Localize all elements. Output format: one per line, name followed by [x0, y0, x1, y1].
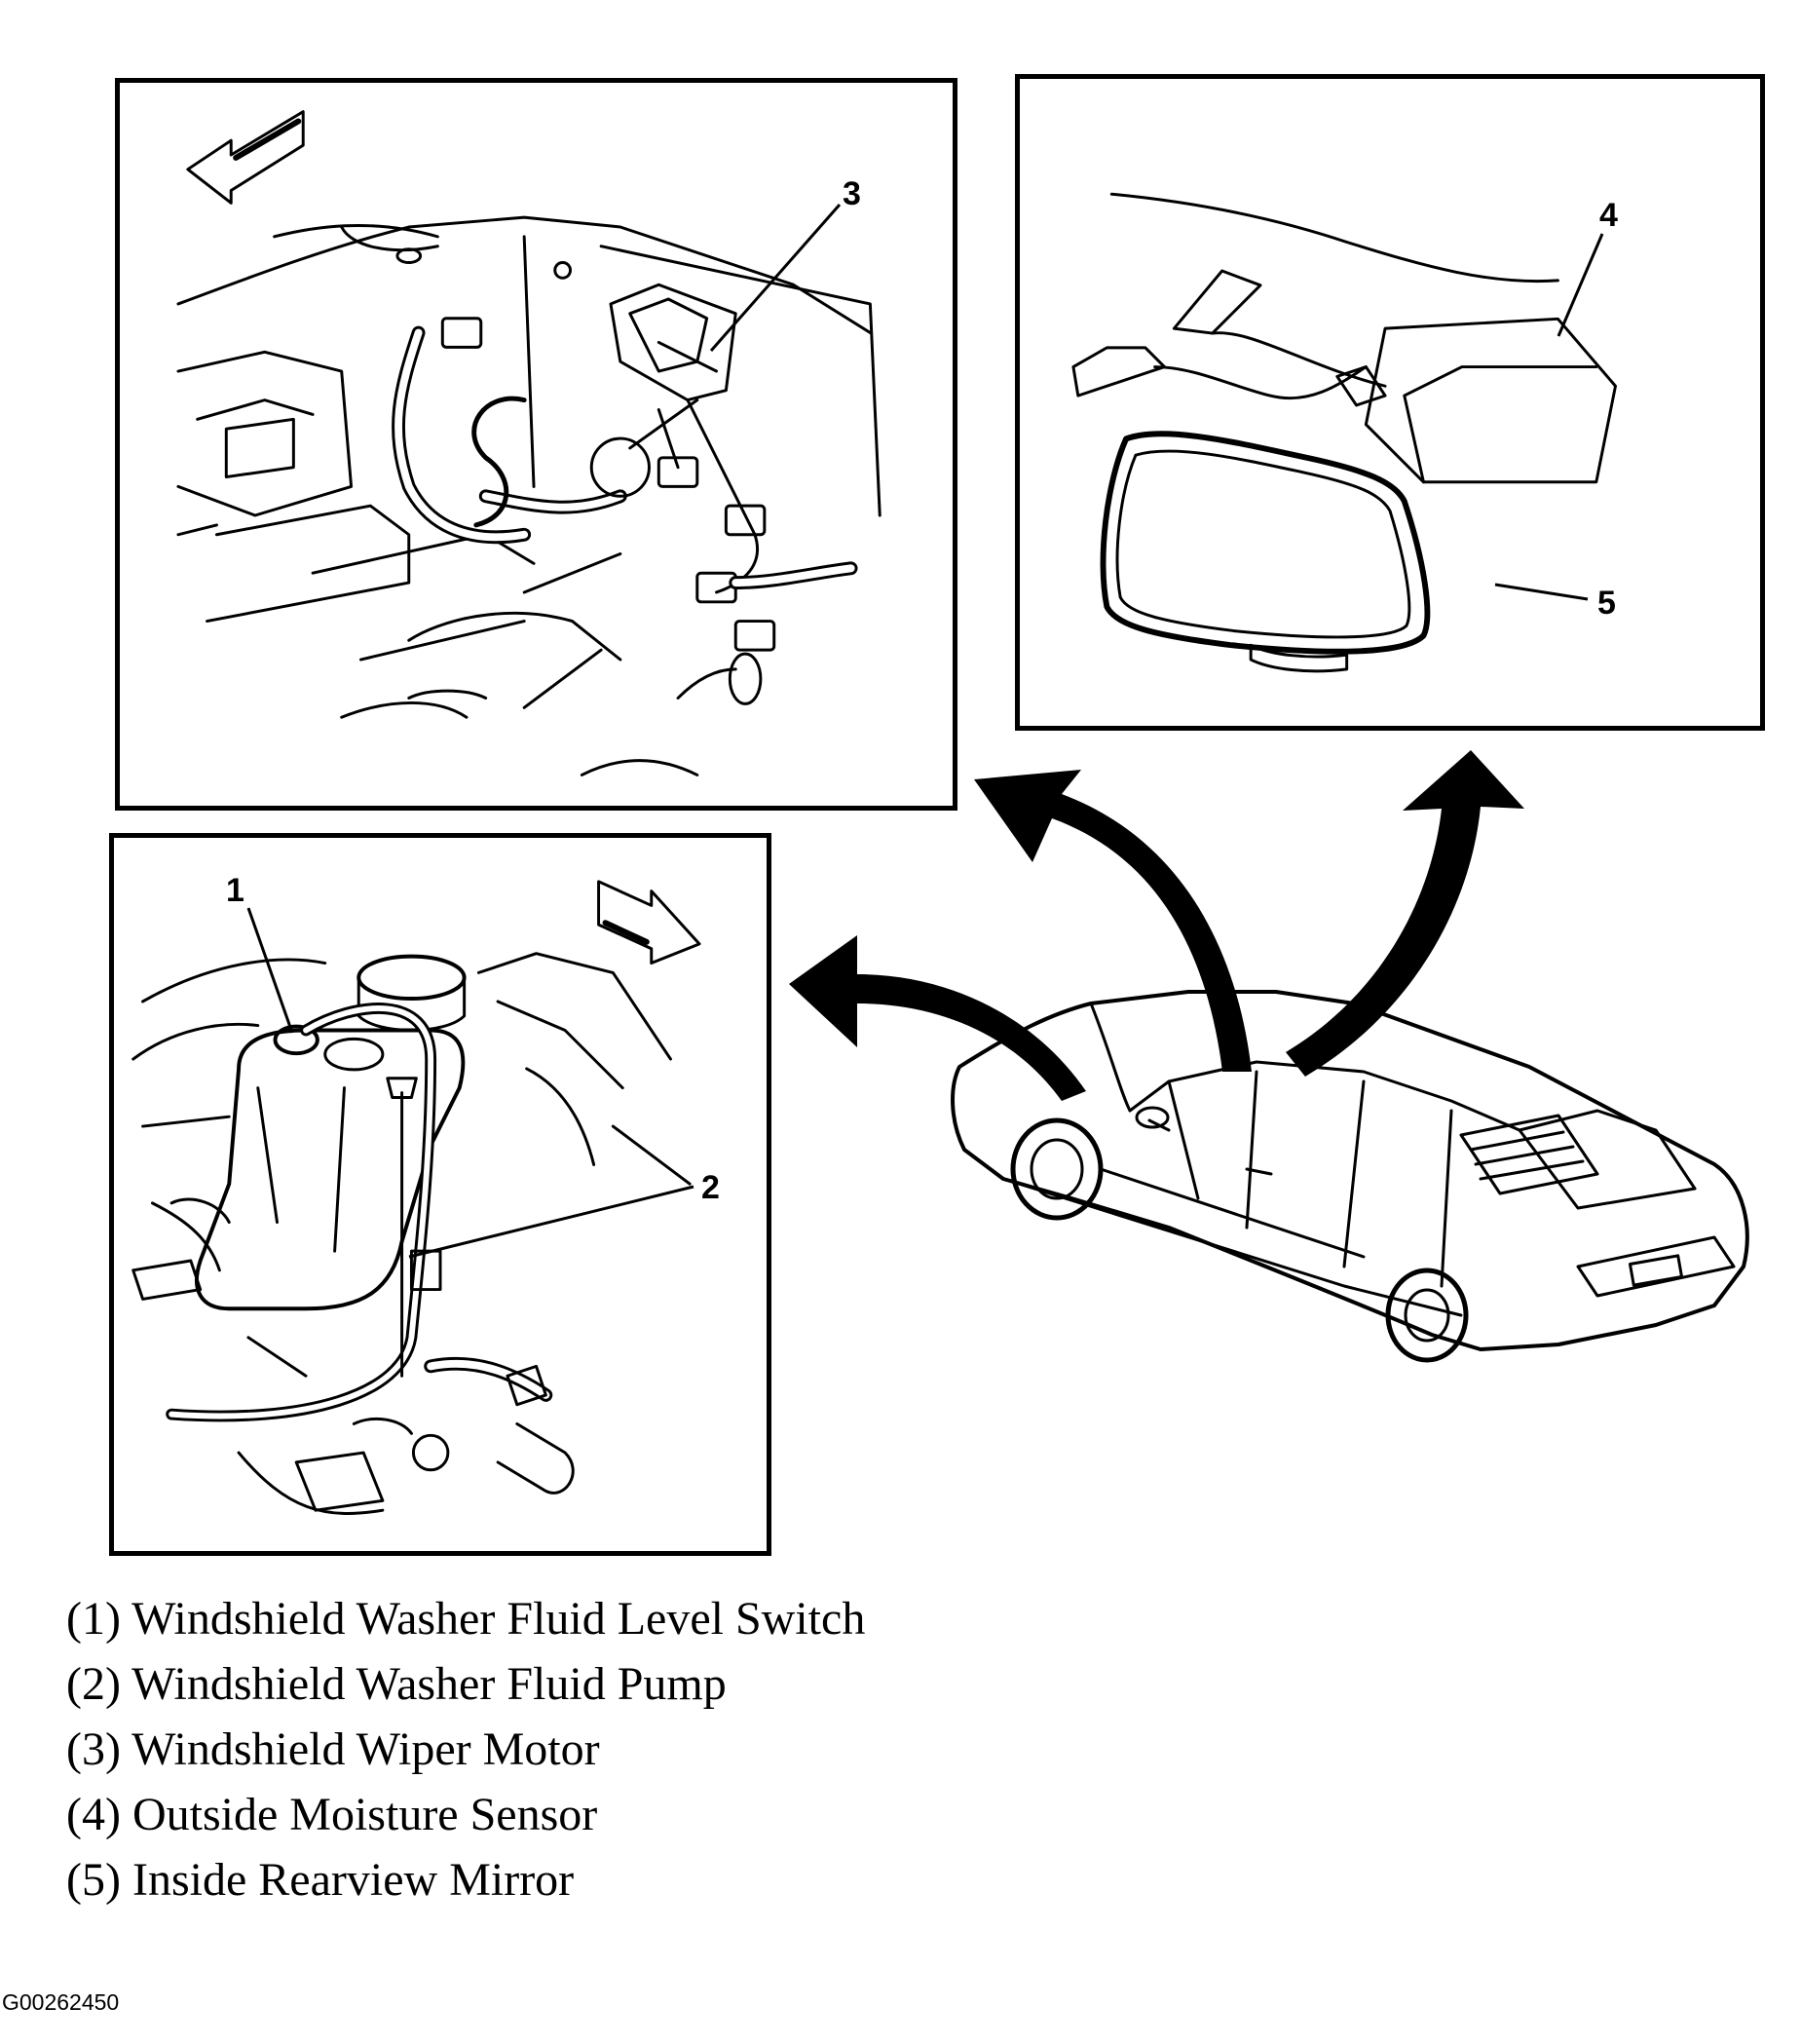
- legend-item-5: (5) Inside Rearview Mirror: [66, 1854, 575, 1906]
- component-legend: (1) Windshield Washer Fluid Level Switch…: [66, 1586, 865, 1912]
- washer-reservoir-illustration: [131, 880, 701, 1515]
- callout-arrow-icon: [1286, 750, 1524, 1077]
- wiper-motor-illustration: [176, 110, 882, 776]
- callout-arrow-icon: [974, 770, 1252, 1072]
- direction-arrow-icon: [597, 880, 701, 965]
- legend-item-3: (3) Windshield Wiper Motor: [66, 1723, 600, 1775]
- figure-code: G00262450: [2, 1989, 120, 2015]
- direction-arrow-icon: [186, 110, 305, 205]
- mirror-sensor-view-panel: [1015, 74, 1765, 731]
- legend-item-4: (4) Outside Moisture Sensor: [66, 1789, 598, 1840]
- washer-reservoir-view-panel: [109, 833, 771, 1556]
- legend-item-1: (1) Windshield Washer Fluid Level Switch: [66, 1593, 866, 1645]
- callout-arrow-icon: [789, 935, 1086, 1101]
- wiper-motor-view-panel: [115, 78, 957, 811]
- mirror-sensor-illustration: [1071, 192, 1617, 673]
- legend-item-2: (2) Windshield Washer Fluid Pump: [66, 1658, 727, 1710]
